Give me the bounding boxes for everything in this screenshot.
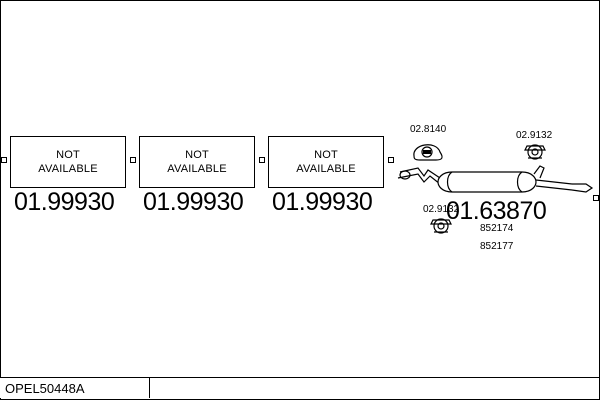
connector-square — [130, 157, 136, 163]
placeholder-line2: AVAILABLE — [167, 163, 227, 175]
part-label-mount-bottom: 02.9132 — [423, 204, 460, 215]
placeholder-line1: NOT — [56, 149, 80, 161]
connector-square — [388, 157, 394, 163]
placeholder-line2: AVAILABLE — [38, 163, 98, 175]
placeholder-line2: AVAILABLE — [296, 163, 356, 175]
placeholder-code-2: 01.99930 — [143, 188, 244, 216]
part-label-clamp: 02.8140 — [410, 124, 447, 135]
connector-square — [259, 157, 265, 163]
placeholder-code-1: 01.99930 — [14, 188, 115, 216]
part-label-mount-right: 02.9132 — [516, 130, 553, 141]
diagram-id: OPEL50448A — [0, 377, 150, 398]
placeholder-code-3: 01.99930 — [272, 188, 373, 216]
placeholder-box-1: NOT AVAILABLE — [10, 136, 126, 188]
placeholder-line1: NOT — [185, 149, 209, 161]
main-part-ref-2: 852177 — [480, 241, 514, 252]
placeholder-box-2: NOT AVAILABLE — [139, 136, 255, 188]
connector-square — [593, 195, 599, 201]
main-part-ref-1: 852174 — [480, 223, 514, 234]
placeholder-box-3: NOT AVAILABLE — [268, 136, 384, 188]
main-part-code: 01.63870 — [446, 197, 547, 225]
placeholder-line1: NOT — [314, 149, 338, 161]
connector-square — [1, 157, 7, 163]
